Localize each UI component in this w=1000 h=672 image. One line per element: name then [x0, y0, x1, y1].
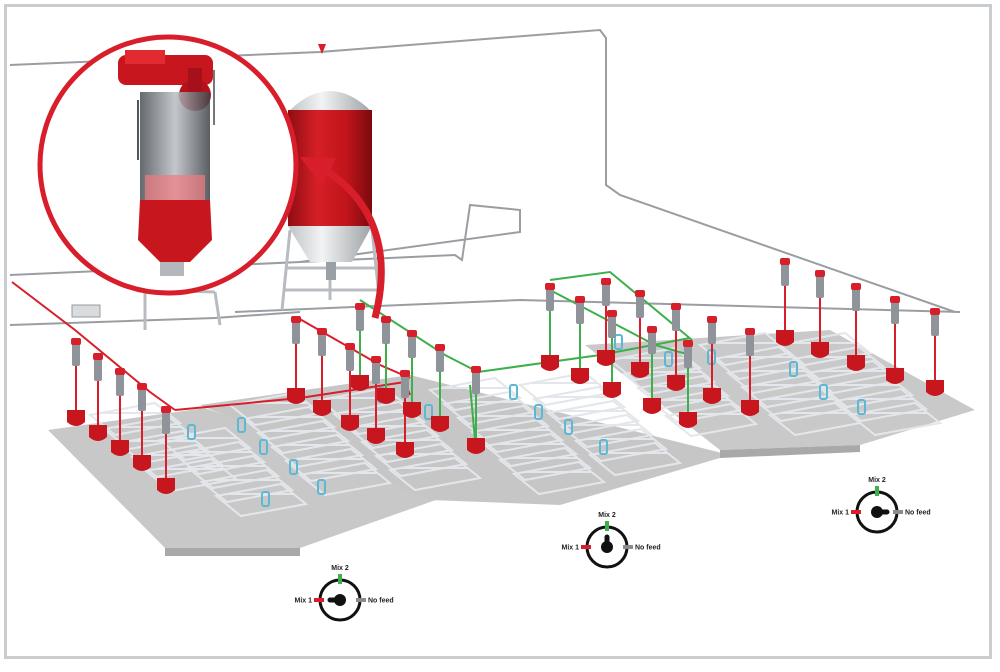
pen-stall: [847, 401, 943, 437]
feed-dispenser-icon: [67, 338, 85, 426]
curved-arrow-icon: [300, 157, 385, 319]
drinker-icon: [819, 384, 828, 400]
drinker-icon: [317, 479, 326, 495]
dispenser-zoom-inset: [37, 34, 299, 296]
feed-dispenser-icon: [157, 406, 175, 494]
feed-dispenser-icon: [679, 340, 697, 428]
feed-dispenser-icon: [597, 278, 615, 366]
drinker-icon: [857, 399, 866, 415]
feed-dispenser-icon: [396, 370, 414, 458]
feed-dispenser-icon: [847, 283, 865, 371]
mix2-label: Mix 2: [598, 512, 616, 519]
feed-dispenser-icon: [811, 270, 829, 358]
feed-dispenser-icon: [571, 296, 589, 384]
floor-slab-middle: [200, 375, 730, 505]
feed-dispenser-icon: [287, 316, 305, 404]
silo-icon: [143, 44, 382, 330]
mix1-label: Mix 1: [294, 598, 312, 605]
drinker-icon: [599, 439, 608, 455]
feed-dispenser-icon: [741, 328, 759, 416]
feed-dispenser-icon: [886, 296, 904, 384]
valve-legend-dial: Mix 2 Mix 1 No feed: [831, 477, 931, 534]
floor-slab-left: [48, 408, 450, 548]
drinker-icon: [664, 351, 673, 367]
no-feed-label: No feed: [635, 545, 661, 552]
feed-dispenser-icon: [703, 316, 721, 404]
pen-stall: [587, 441, 683, 477]
drinker-icon: [261, 491, 270, 507]
feed-dispenser-icon: [541, 283, 559, 371]
drinker-icon: [237, 417, 246, 433]
feed-dispenser-icon: [431, 344, 449, 432]
drinker-icon: [789, 361, 798, 377]
control-box: [71, 304, 101, 318]
feed-dispenser-icon: [89, 353, 107, 441]
feed-dispenser-icon: [667, 303, 685, 391]
feed-dispenser-detail-icon: [118, 50, 215, 276]
valve-legend-dial: Mix 2 Mix 1 No feed: [294, 565, 394, 622]
feed-dispenser-icon: [403, 330, 421, 418]
image-frame: [4, 4, 992, 659]
feed-dispenser-icon: [367, 356, 385, 444]
feed-dispenser-icon: [776, 258, 794, 346]
pen-stall: [297, 461, 393, 497]
feed-dispenser-icon: [377, 316, 395, 404]
mix2-label: Mix 2: [331, 565, 349, 572]
feed-dispenser-icon: [341, 343, 359, 431]
pen-stall: [387, 456, 483, 492]
pen-stall: [511, 460, 607, 496]
feed-dispenser-icon: [643, 326, 661, 414]
no-feed-label: No feed: [905, 510, 931, 517]
drinker-icon: [509, 384, 518, 400]
mix2-label: Mix 2: [868, 477, 886, 484]
valve-legend-dial: Mix 2 Mix 1 No feed: [561, 512, 661, 569]
feed-dispenser-icon: [603, 310, 621, 398]
no-feed-label: No feed: [368, 598, 394, 605]
sow-pens: [87, 331, 943, 518]
drinker-icon: [259, 439, 268, 455]
drinker-icon: [614, 334, 623, 350]
feed-dispenser-icon: [111, 368, 129, 456]
drinker-icon: [564, 419, 573, 435]
drinker-icon: [534, 404, 543, 420]
feed-dispenser-icon: [133, 383, 151, 471]
feed-dispenser-icon: [926, 308, 944, 396]
mix1-label: Mix 1: [831, 510, 849, 517]
drinker-icon: [289, 459, 298, 475]
mix1-label: Mix 1: [561, 545, 579, 552]
feed-dispenser-icon: [631, 290, 649, 378]
feed-dispenser-icon: [467, 366, 485, 454]
drinker-icon: [424, 404, 433, 420]
feed-dispenser-icon: [313, 328, 331, 416]
feed-dispenser-icon: [351, 303, 369, 391]
drinker-icon: [187, 424, 196, 440]
feed-dispensers: [67, 258, 944, 494]
